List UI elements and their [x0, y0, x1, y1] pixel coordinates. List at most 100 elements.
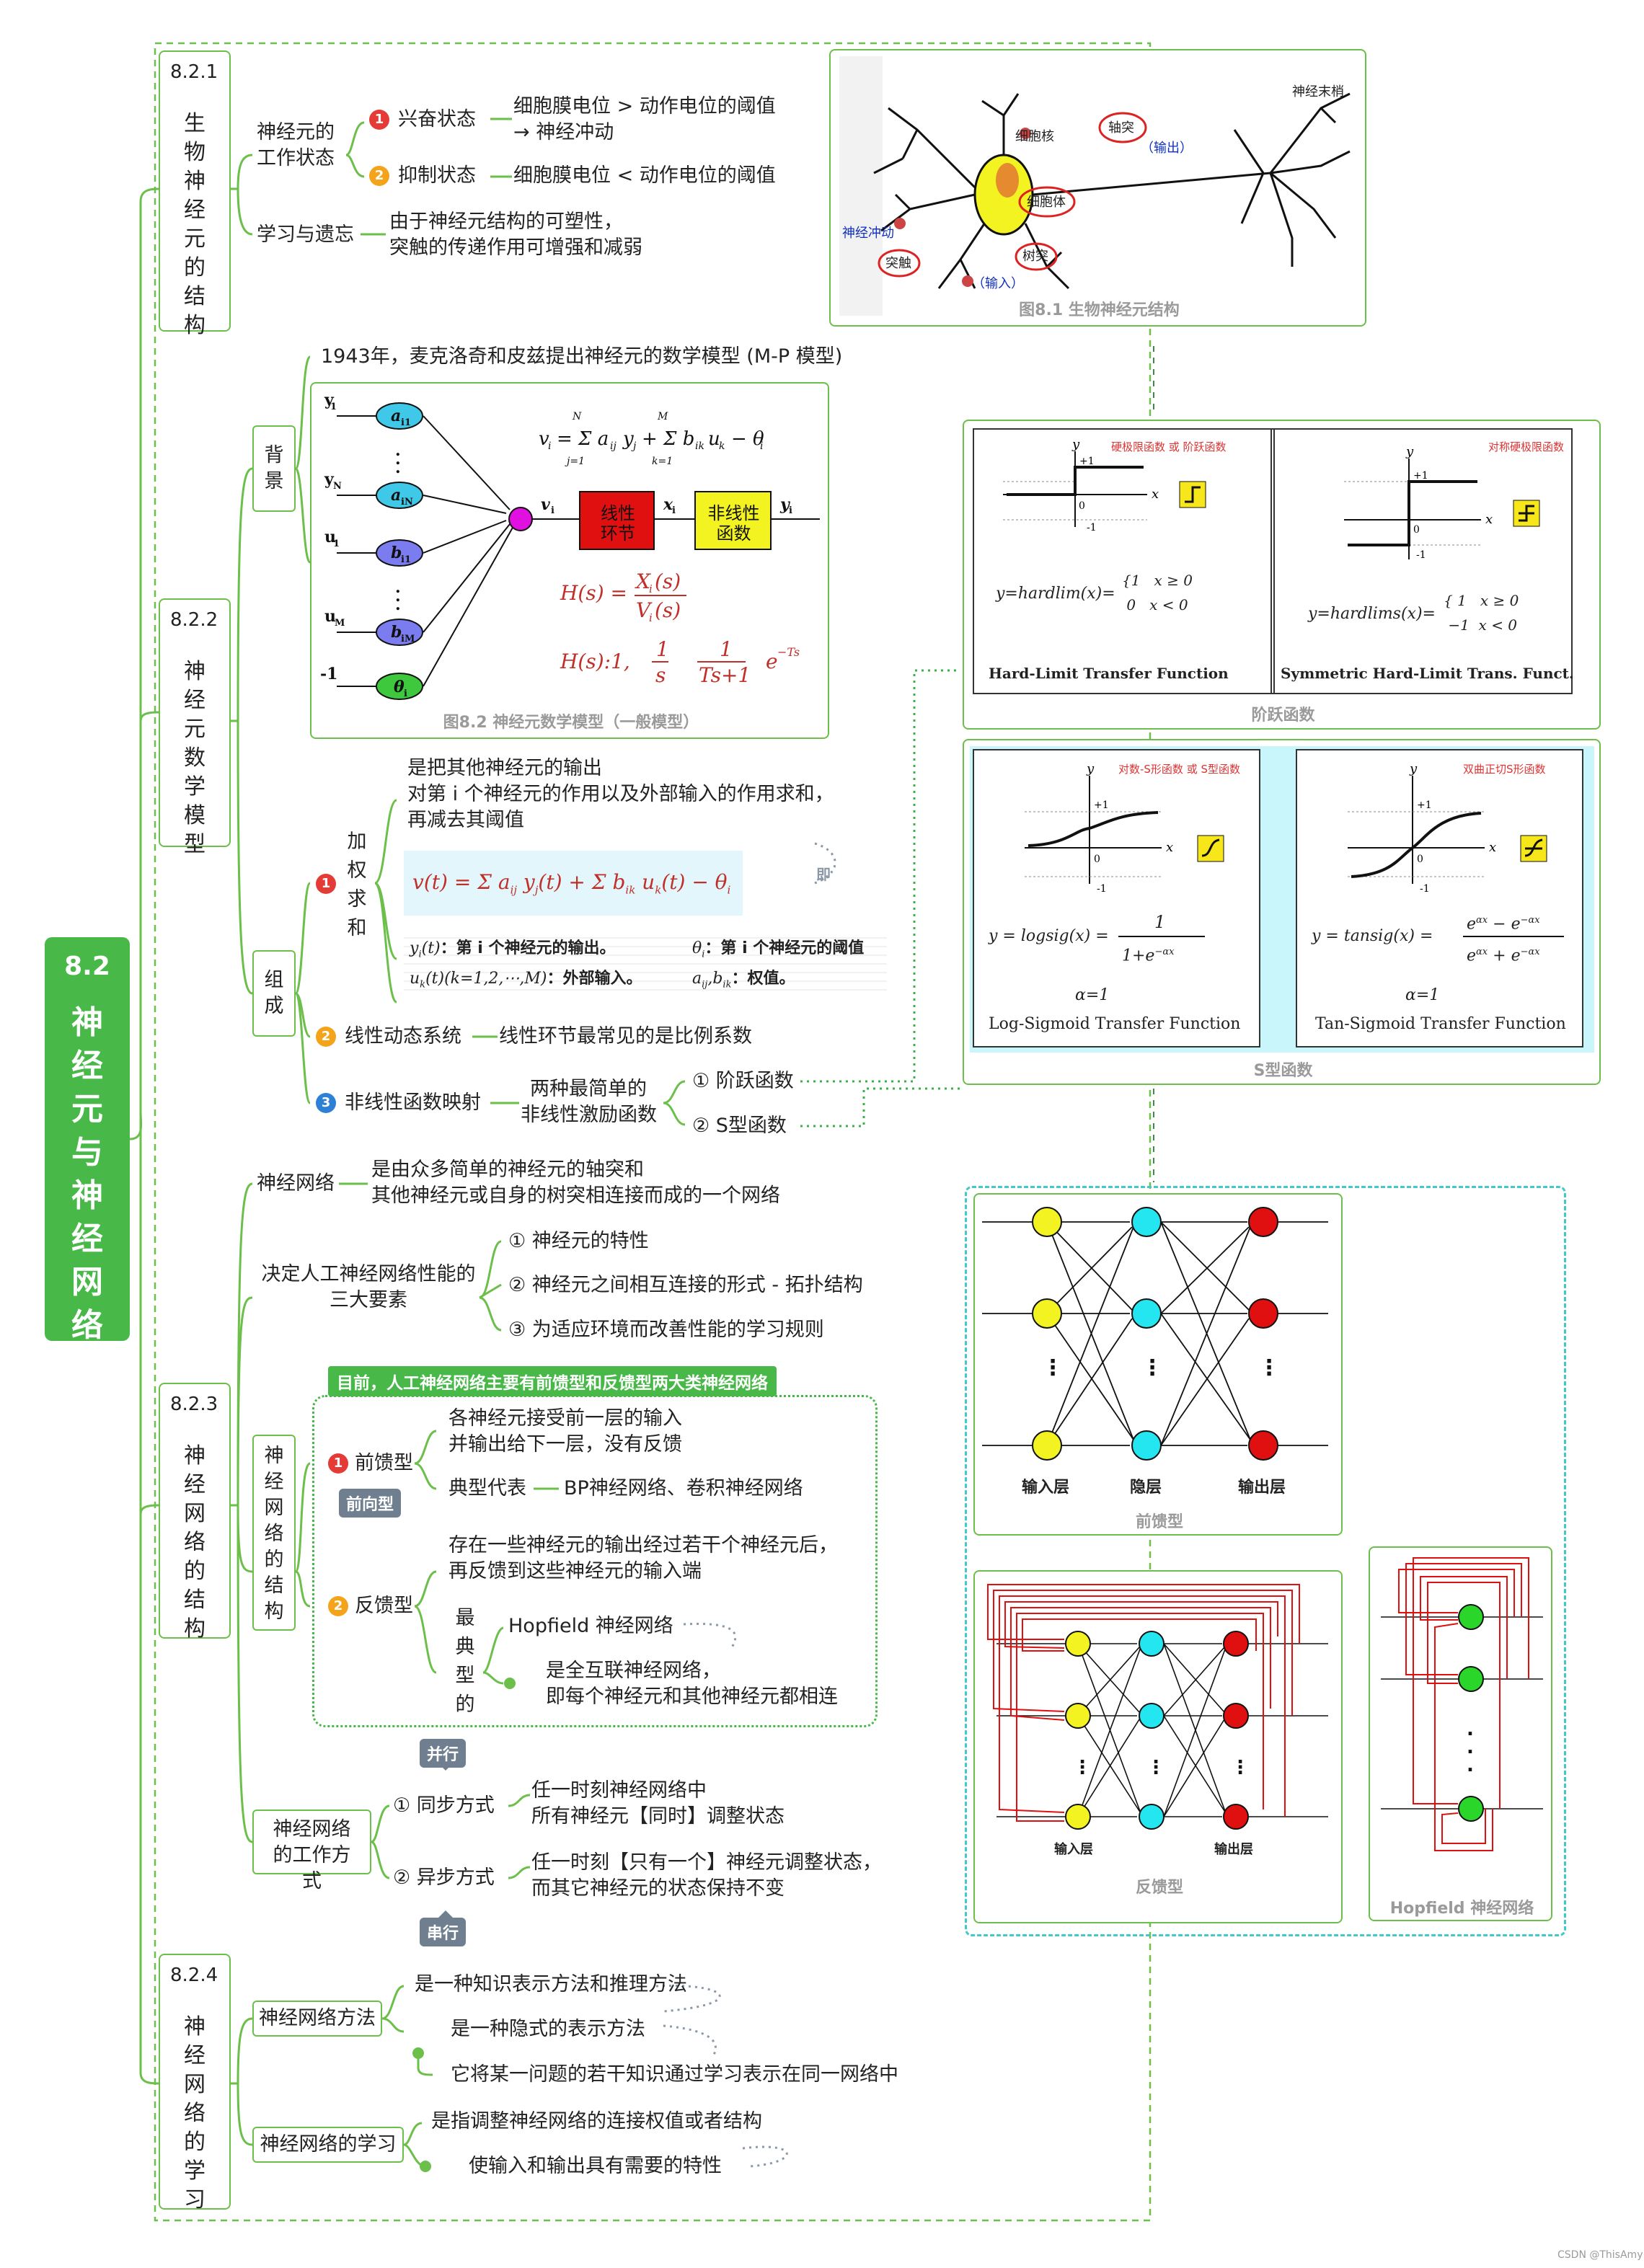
- nn-method-node[interactable]: 神经网络方法: [252, 2001, 382, 2037]
- structure-node[interactable]: 神经网络的结构: [252, 1435, 296, 1631]
- svg-text:.: .: [1467, 1719, 1474, 1740]
- hopfield-desc-2: 即每个神经元和其他神经元都相连: [546, 1686, 838, 1708]
- label-nerve-ending: 神经末梢: [1292, 84, 1344, 99]
- fig-8-1-caption: 图8.1 生物神经元结构: [1019, 301, 1180, 319]
- learning-desc-1: 是指调整神经网络的连接权值或者结构: [431, 2110, 762, 2132]
- logsig-plot: +1 -1 0 x y: [1025, 761, 1224, 895]
- excite-state-node[interactable]: 兴奋状态: [398, 108, 476, 130]
- svg-text:⋮: ⋮: [1258, 1355, 1280, 1381]
- logsig-fraction-bar: [1118, 936, 1205, 937]
- nonlinear-node[interactable]: 非线性函数映射: [345, 1091, 481, 1114]
- tansig-formula: y = tansig(x) =: [1312, 927, 1433, 945]
- svg-text:j: j: [631, 440, 637, 452]
- section-824-id: 8.2.4: [170, 1964, 218, 1986]
- hopfield-node[interactable]: Hopfield 神经网络: [508, 1615, 673, 1637]
- hardlim-title: Hard-Limit Transfer Function: [989, 665, 1229, 682]
- svg-text:y: y: [622, 428, 634, 450]
- hopfield-figure: ... Hopfield 神经网络: [1369, 1546, 1552, 1921]
- compose-node[interactable]: 组成: [252, 950, 296, 1037]
- three-factors-node[interactable]: 决定人工神经网络性能的三大要素: [261, 1263, 476, 1311]
- svg-text:a: a: [391, 486, 401, 505]
- svg-text:i1: i1: [401, 417, 411, 428]
- network-figures-region: [965, 1186, 1566, 1936]
- badge-1: 1: [369, 110, 389, 130]
- svg-text:+1: +1: [1413, 470, 1428, 482]
- logsig-denominator: 1+e−αx: [1122, 947, 1175, 965]
- svg-text:(s): (s): [655, 570, 681, 593]
- excite-desc-2: → 神经冲动: [513, 121, 614, 143]
- svg-text:.: .: [395, 587, 401, 606]
- svg-text:.: .: [395, 578, 401, 597]
- section-821-node[interactable]: 8.2.1 生物神经元的结构: [159, 50, 231, 338]
- sigmoid-function-node[interactable]: ② S型函数: [692, 1115, 787, 1137]
- svg-text:b: b: [391, 544, 402, 562]
- background-node[interactable]: 背景: [252, 425, 296, 512]
- tansig-denominator: eαx + e−αx: [1467, 947, 1540, 965]
- feedforward-diagram: ⋮⋮⋮: [982, 1207, 1328, 1461]
- step-function-node[interactable]: ① 阶跃函数: [692, 1070, 794, 1092]
- label-nerve-impulse: 神经冲动: [842, 226, 894, 241]
- nn-learning-node[interactable]: 神经网络的学习: [252, 2127, 404, 2163]
- weighted-sum-node[interactable]: 加权求和: [347, 830, 367, 939]
- ff-typical-node[interactable]: 典型代表: [448, 1477, 526, 1500]
- tansig-plot: +1 -1 0 x y: [1348, 761, 1547, 895]
- section-822-title: 神经元数学模型: [184, 659, 206, 857]
- definitions-box: [404, 930, 887, 995]
- logsig-numerator: 1: [1154, 912, 1166, 932]
- ff-hidden-layer-label: 隐层: [1130, 1478, 1162, 1497]
- svg-text:0: 0: [1094, 854, 1100, 865]
- svg-text:1: 1: [330, 402, 337, 412]
- section-823-node[interactable]: 8.2.3 神经网络的结构: [159, 1383, 231, 1642]
- svg-text:x: x: [1489, 840, 1496, 855]
- svg-text:+1: +1: [1094, 799, 1109, 811]
- neural-network-node[interactable]: 神经网络: [257, 1172, 335, 1195]
- work-state-node[interactable]: 神经元的工作状态: [257, 121, 335, 169]
- section-823-title: 神经网络的结构: [184, 1443, 206, 1642]
- svg-text:-1: -1: [1087, 522, 1097, 533]
- svg-text:-1: -1: [1416, 549, 1426, 561]
- method-desc-2: 是一种隐式的表示方法: [451, 2018, 645, 2040]
- svg-text:-1: -1: [1097, 883, 1107, 895]
- async-mode-node[interactable]: ② 异步方式: [393, 1866, 495, 1889]
- label-synapse: 突触: [885, 256, 911, 271]
- svg-text:V: V: [636, 598, 653, 622]
- weighted-desc-3: 再减去其阈值: [407, 809, 524, 831]
- section-822-node[interactable]: 8.2.2 神经元数学模型: [159, 598, 231, 857]
- ff-figure-caption: 前馈型: [1135, 1513, 1183, 1531]
- badge-compose-3: 3: [316, 1093, 336, 1113]
- factor-2: ② 神经元之间相互连接的形式 - 拓扑结构: [508, 1274, 863, 1296]
- svg-text:a: a: [391, 407, 401, 425]
- hardlim-note: 硬极限函数 或 阶跃函数: [1111, 440, 1227, 453]
- section-824-node[interactable]: 8.2.4 神经网络的学习: [159, 1954, 231, 2212]
- tansig-card: +1 -1 0 x y 双曲正切S形函数 y = tansig(x) = eαx…: [1296, 749, 1583, 1047]
- fb-typical-node[interactable]: 最典型的: [455, 1607, 475, 1716]
- badge-compose-1: 1: [316, 874, 336, 894]
- svg-text:u: u: [708, 428, 720, 450]
- logsig-formula: y = logsig(x) =: [989, 927, 1109, 945]
- learn-forget-node[interactable]: 学习与遗忘: [257, 223, 354, 246]
- logsig-note: 对数-S形函数 或 S型函数: [1118, 763, 1240, 776]
- logsig-card: +1 -1 0 x y 对数-S形函数 或 S型函数 y = logsig(x)…: [973, 749, 1260, 1047]
- root-node[interactable]: 8.2 神经元与神经网络: [45, 937, 130, 1344]
- inhibit-state-node[interactable]: 抑制状态: [398, 164, 476, 187]
- step-functions-panel: +1 -1 0 x y 硬极限函数 或 阶跃函数 y=hardlim(x)= {…: [963, 420, 1601, 730]
- linear-system-node[interactable]: 线性动态系统: [345, 1025, 461, 1047]
- serial-tag-arrow: [438, 1910, 453, 1918]
- sync-mode-node[interactable]: ① 同步方式: [393, 1794, 495, 1817]
- feedback-node[interactable]: 反馈型: [355, 1595, 413, 1617]
- tansig-fraction-bar: [1463, 936, 1564, 937]
- tansig-numerator: eαx − e−αx: [1467, 915, 1540, 934]
- logsig-alpha: α=1: [1075, 986, 1110, 1004]
- svg-text:H(s):1,: H(s):1,: [560, 650, 630, 673]
- fb-desc-1: 存在一些神经元的输出经过若干个神经元后，: [448, 1534, 838, 1556]
- feedforward-node[interactable]: 前馈型: [355, 1452, 413, 1474]
- fb-desc-2: 再反馈到这些神经元的输入端: [448, 1560, 702, 1582]
- hardlim-plot: +1 -1 0 x y: [1003, 437, 1206, 533]
- svg-text:i: i: [760, 440, 763, 452]
- weighted-formula: [404, 851, 743, 916]
- hardlims-card: +1 -1 0 x y 对称硬极限函数 y=hardlims(x)= { 1 x…: [1270, 428, 1574, 694]
- work-mode-node[interactable]: 神经网络的工作方式: [252, 1809, 371, 1892]
- svg-text:(s): (s): [655, 598, 681, 622]
